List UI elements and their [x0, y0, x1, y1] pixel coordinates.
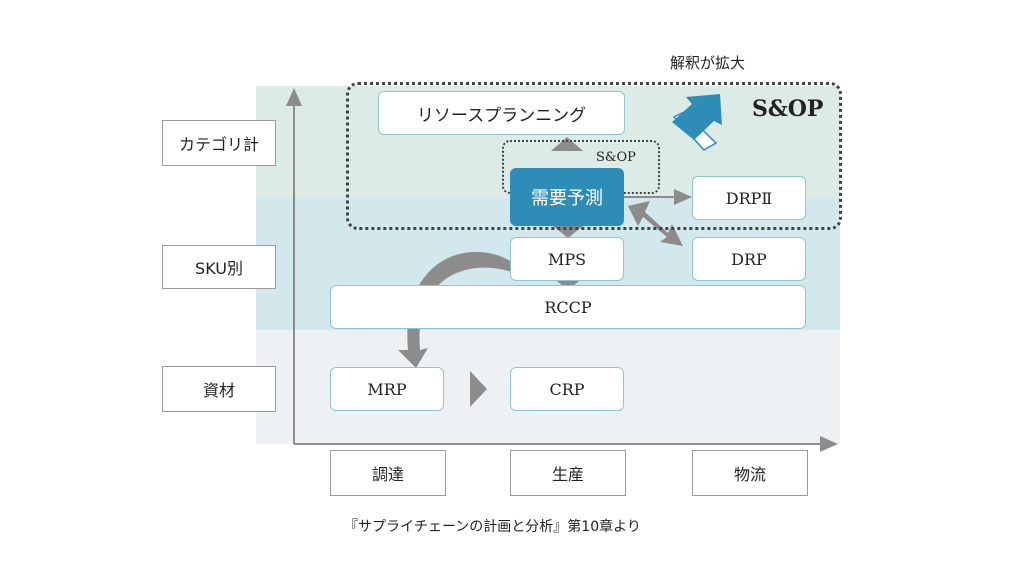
expansion-arrow-icon	[672, 94, 722, 151]
mrp-box: MRP	[330, 367, 444, 411]
down-triangle-icon-2	[553, 278, 583, 290]
column-label-production: 生産	[510, 450, 626, 496]
curved-arrow-icon	[398, 251, 512, 368]
demand-forecast-box: 需要予測	[510, 168, 624, 226]
source-caption: 『サプライチェーンの計画と分析』第10章より	[344, 519, 641, 535]
rccp-box: RCCP	[330, 285, 806, 329]
sop-big-label: S&OP	[752, 96, 824, 122]
column-label-procurement: 調達	[330, 450, 446, 496]
double-arrow-icon	[628, 201, 683, 246]
crp-box: CRP	[510, 367, 624, 411]
drp2-box: DRPⅡ	[692, 176, 806, 220]
mps-box: MPS	[510, 237, 624, 281]
sop-scope-outline	[346, 82, 842, 230]
up-triangle-icon	[551, 137, 583, 151]
row-label-sku: SKU別	[162, 245, 276, 289]
row-label-material: 資材	[162, 366, 276, 412]
drp-box: DRP	[692, 237, 806, 281]
scope-label: 解釈が拡大	[670, 54, 746, 72]
resource-planning-box: リソースプランニング	[378, 91, 625, 135]
column-label-logistics: 物流	[692, 450, 808, 496]
right-triangle-icon	[470, 371, 487, 407]
row-label-category: カテゴリ計	[162, 120, 276, 166]
sop-small-label: S&OP	[596, 150, 636, 165]
